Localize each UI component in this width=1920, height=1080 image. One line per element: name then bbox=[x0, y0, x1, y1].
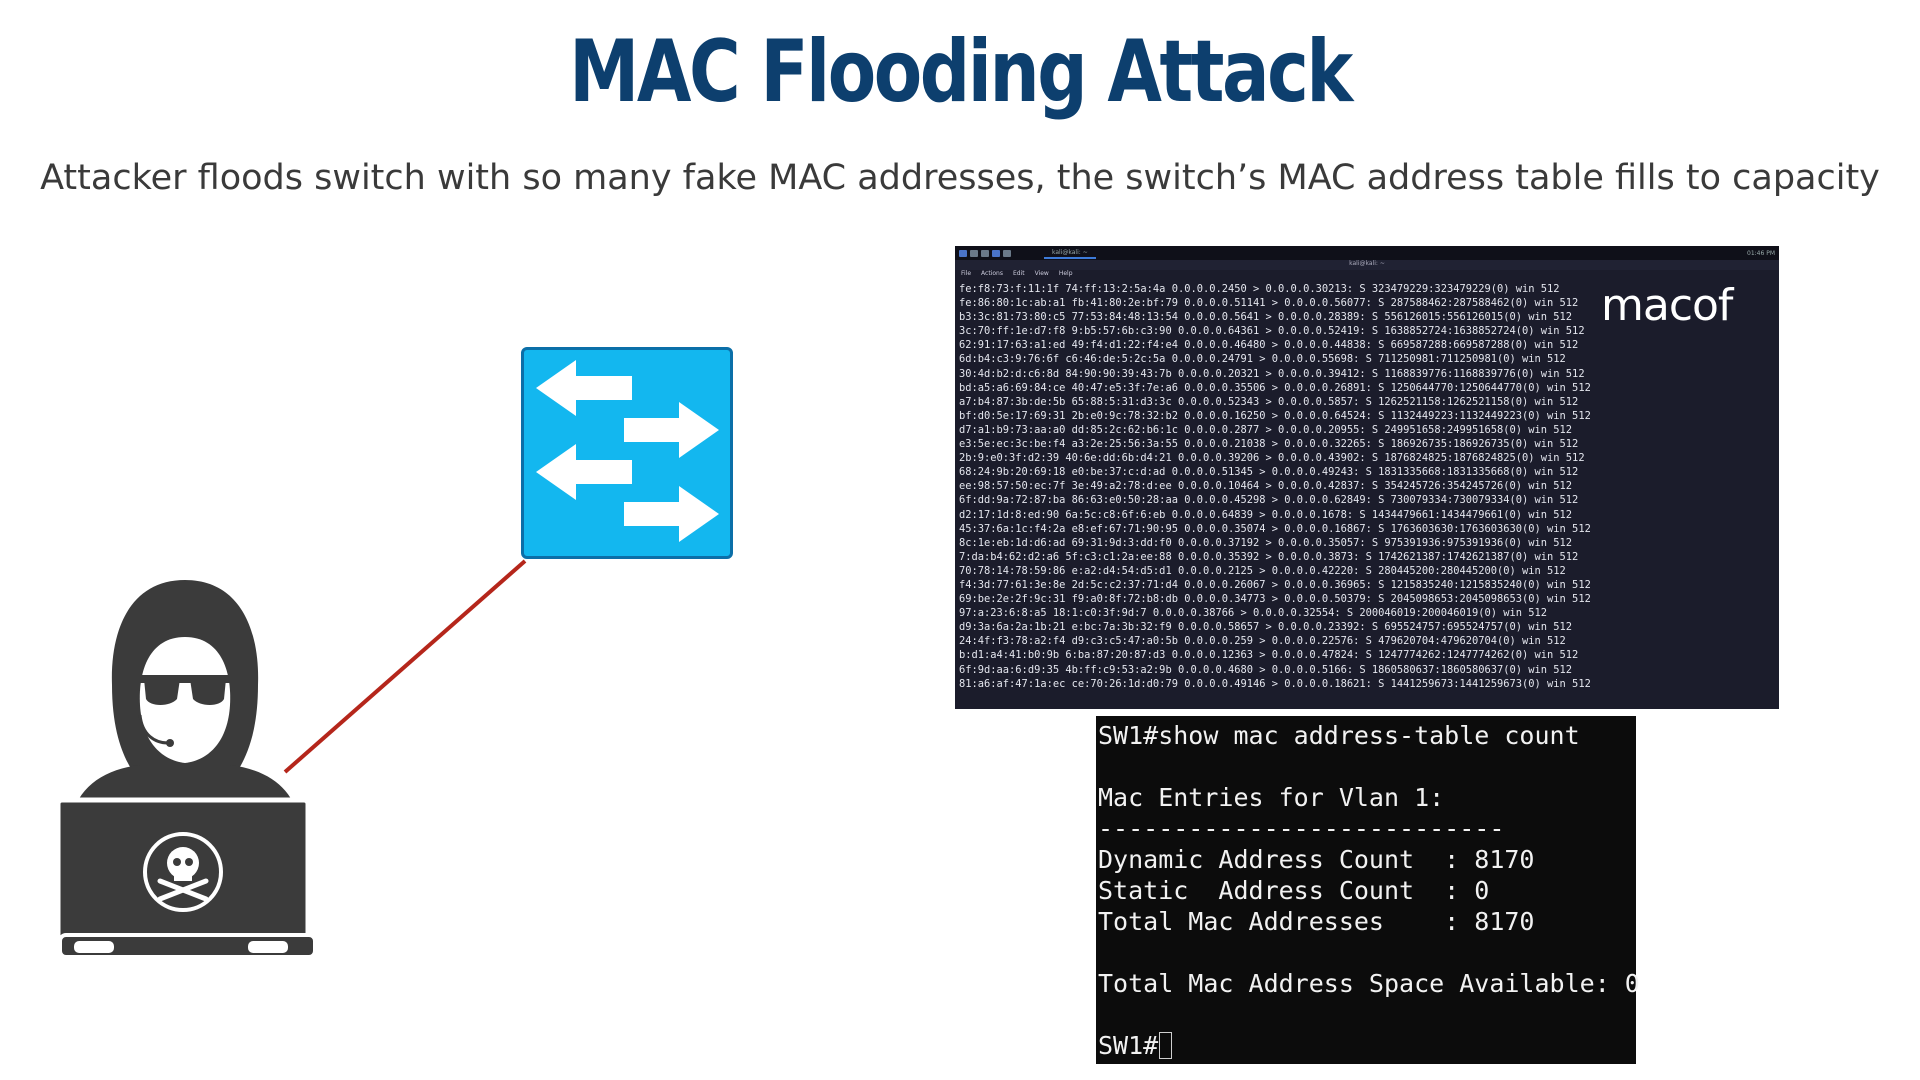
macof-output-line: 30:4d:b2:d:c6:8d 84:90:90:39:43:7b 0.0.0… bbox=[959, 367, 1585, 380]
macof-output-line: 70:78:14:78:59:86 e:a2:d4:54:d5:d1 0.0.0… bbox=[959, 564, 1566, 577]
macof-output-line: 97:a:23:6:8:a5 18:1:c0:3f:9d:7 0.0.0.0.3… bbox=[959, 607, 1548, 620]
browser-icon[interactable] bbox=[992, 249, 1000, 257]
macof-terminal-window: kali@kali: ~ 01:46 PM kali@kali: ~ File … bbox=[955, 246, 1779, 709]
cli-static-count: Static Address Count : 0 bbox=[1098, 876, 1490, 905]
macof-output-line: 24:4f:f3:78:a2:f4 d9:c3:c5:47:a0:5b 0.0.… bbox=[959, 635, 1566, 648]
cli-prompt: SW1# bbox=[1098, 1031, 1159, 1060]
terminal-menubar: File Actions Edit View Help bbox=[955, 270, 1779, 280]
macof-output-line: 6f:dd:9a:72:87:ba 86:63:e0:50:28:aa 0.0.… bbox=[959, 494, 1579, 507]
macof-output-line: 6f:9d:aa:6:d9:35 4b:ff:c9:53:a2:9b 0.0.0… bbox=[959, 663, 1573, 676]
taskbar-clock: 01:46 PM bbox=[1747, 249, 1775, 257]
network-switch-icon bbox=[521, 347, 733, 559]
macof-label: macof bbox=[1601, 280, 1733, 331]
macof-output-line: b3:3c:81:73:80:c5 77:53:84:48:13:54 0.0.… bbox=[959, 311, 1573, 324]
cli-dynamic-count: Dynamic Address Count : 8170 bbox=[1098, 845, 1535, 874]
macof-output-line: 8c:1e:eb:1d:d6:ad 69:31:9d:3:dd:f0 0.0.0… bbox=[959, 536, 1573, 549]
macof-output-line: f4:3d:77:61:3e:8e 2d:5c:c2:37:71:d4 0.0.… bbox=[959, 578, 1591, 591]
slide-subtitle: Attacker floods switch with so many fake… bbox=[40, 158, 1880, 198]
macof-output-line: 62:91:17:63:a1:ed 49:f4:d1:22:f4:e4 0.0.… bbox=[959, 339, 1579, 352]
taskbar-terminal-tab[interactable]: kali@kali: ~ bbox=[1044, 248, 1096, 259]
macof-output-line: b:d1:a4:41:b0:9b 6:ba:87:20:87:d3 0.0.0.… bbox=[959, 649, 1579, 662]
workspace-icon[interactable] bbox=[970, 249, 978, 257]
hacker-with-laptop-icon bbox=[40, 575, 330, 970]
terminal-title: kali@kali: ~ bbox=[955, 260, 1779, 270]
macof-output-line: 69:be:2e:2f:9c:31 f9:a0:8f:72:b8:db 0.0.… bbox=[959, 593, 1591, 606]
macof-output-line: a7:b4:87:3b:de:5b 65:88:5:31:d3:3c 0.0.0… bbox=[959, 395, 1579, 408]
slide-title: MAC Flooding Attack bbox=[569, 22, 1353, 122]
macof-output-line: 81:a6:af:47:1a:ec ce:70:26:1d:d0:79 0.0.… bbox=[959, 677, 1591, 690]
macof-output-line: 68:24:9b:20:69:18 e0:be:37:c:d:ad 0.0.0.… bbox=[959, 466, 1579, 479]
macof-output-line: fe:f8:73:f:11:1f 74:ff:13:2:5a:4a 0.0.0.… bbox=[959, 283, 1560, 295]
cli-space-available: Total Mac Address Space Available: 0 bbox=[1098, 969, 1640, 998]
macof-output-line: 3c:70:ff:1e:d7:f8 9:b5:57:6b:c3:90 0.0.0… bbox=[959, 325, 1585, 338]
macof-output-line: d2:17:1d:8:ed:90 6a:5c:c8:6f:6:eb 0.0.0.… bbox=[959, 508, 1573, 521]
switch-cli-terminal[interactable]: SW1#show mac address-table count Mac Ent… bbox=[1096, 716, 1640, 1064]
cli-command-line: SW1#show mac address-table count bbox=[1098, 721, 1580, 750]
files-icon[interactable] bbox=[981, 249, 989, 257]
macof-output: fe:f8:73:f:11:1f 74:ff:13:2:5a:4a 0.0.0.… bbox=[955, 280, 1779, 691]
cli-cursor[interactable] bbox=[1159, 1032, 1173, 1059]
macof-output-line: e3:5e:ec:3c:be:f4 a3:2e:25:56:3a:55 0.0.… bbox=[959, 438, 1579, 451]
macof-output-line: bf:d0:5e:17:69:31 2b:e0:9c:78:32:b2 0.0.… bbox=[959, 409, 1591, 422]
cli-total-mac: Total Mac Addresses : 8170 bbox=[1098, 907, 1535, 936]
macof-output-line: d7:a1:b9:73:aa:a0 dd:85:2c:62:b6:1c 0.0.… bbox=[959, 423, 1573, 436]
kali-menu-icon[interactable] bbox=[959, 249, 967, 257]
skull-crossbones-icon bbox=[143, 832, 223, 912]
macof-output-line: 45:37:6a:1c:f4:2a e8:ef:67:71:90:95 0.0.… bbox=[959, 522, 1591, 535]
macof-output-line: ee:98:57:50:ec:7f 3e:49:a2:78:d:ee 0.0.0… bbox=[959, 480, 1573, 493]
menu-view[interactable]: View bbox=[1034, 270, 1049, 277]
menu-edit[interactable]: Edit bbox=[1012, 270, 1025, 277]
kali-taskbar: kali@kali: ~ 01:46 PM bbox=[955, 246, 1779, 260]
macof-output-line: 7:da:b4:62:d2:a6 5f:c3:c1:2a:ee:88 0.0.0… bbox=[959, 550, 1579, 563]
macof-output-line: 2b:9:e0:3f:d2:39 40:6e:dd:6b:d4:21 0.0.0… bbox=[959, 452, 1585, 465]
macof-output-line: bd:a5:a6:69:84:ce 40:47:e5:3f:7e:a6 0.0.… bbox=[959, 381, 1591, 394]
macof-output-line: fe:86:80:1c:ab:a1 fb:41:80:2e:bf:79 0.0.… bbox=[959, 297, 1579, 310]
menu-file[interactable]: File bbox=[961, 270, 972, 277]
cli-vlan-header: Mac Entries for Vlan 1: bbox=[1098, 783, 1445, 812]
macof-output-line: d9:3a:6a:2a:1b:21 e:bc:7a:3b:32:f9 0.0.0… bbox=[959, 621, 1573, 634]
terminal-icon[interactable] bbox=[1003, 249, 1011, 257]
menu-actions[interactable]: Actions bbox=[981, 270, 1003, 277]
macof-output-line: 6d:b4:c3:9:76:6f c6:46:de:5:2c:5a 0.0.0.… bbox=[959, 353, 1566, 366]
menu-help[interactable]: Help bbox=[1058, 270, 1073, 277]
cli-separator: --------------------------- bbox=[1098, 814, 1505, 843]
